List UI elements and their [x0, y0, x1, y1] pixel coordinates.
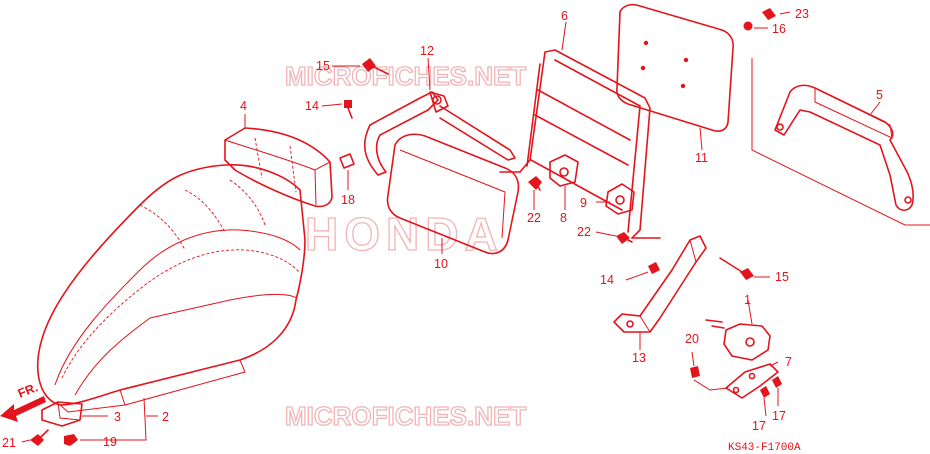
- bolt-14-right[interactable]: [648, 262, 660, 274]
- seat-base-front: [59, 404, 126, 413]
- seat-assembly[interactable]: [37, 164, 306, 413]
- rubber-mount-9[interactable]: [605, 183, 635, 215]
- bolt-15-right[interactable]: [719, 257, 754, 280]
- front-arrow: FR.: [0, 380, 46, 422]
- callout-17-b: 17: [772, 409, 786, 423]
- callout-15-top: 15: [316, 59, 330, 73]
- callout-23: 23: [795, 7, 809, 21]
- bolt-14-top[interactable]: [344, 100, 353, 119]
- seat-stitch-1: [61, 249, 300, 379]
- callout-14-right: 14: [600, 273, 614, 287]
- plate-7[interactable]: [725, 363, 779, 399]
- side-bracket-13[interactable]: [613, 235, 707, 333]
- separator-line: [751, 58, 930, 226]
- backrest-pad[interactable]: [386, 133, 520, 255]
- rear-seat-pad[interactable]: [224, 127, 333, 208]
- callout-5: 5: [876, 88, 883, 102]
- bolt-15-top[interactable]: [362, 58, 389, 75]
- callout-2: 2: [162, 410, 169, 424]
- callout-17-a: 17: [752, 419, 766, 433]
- watermark-honda: HONDA: [305, 208, 504, 260]
- callout-9: 9: [580, 196, 587, 210]
- callout-19: 19: [103, 435, 117, 449]
- seat-seam-2: [74, 293, 298, 396]
- callout-1: 1: [744, 293, 751, 307]
- bolt-22-upper[interactable]: [528, 176, 542, 191]
- bolt-22-lower[interactable]: [616, 232, 633, 244]
- watermark-top: MICROFICHES.NET: [285, 61, 526, 91]
- screw-20[interactable]: [690, 366, 700, 378]
- callout-4: 4: [240, 99, 247, 113]
- rubber-mount-8[interactable]: [549, 154, 579, 187]
- nut-17-b[interactable]: [772, 376, 782, 388]
- callout-3: 3: [114, 410, 121, 424]
- callout-12: 12: [420, 44, 434, 58]
- front-label: FR.: [16, 380, 40, 401]
- callout-10: 10: [434, 257, 448, 271]
- seat-outline: [37, 164, 306, 406]
- seat-seam-1: [54, 229, 301, 386]
- grab-handle-5[interactable]: [774, 84, 914, 212]
- lock-1[interactable]: [705, 319, 771, 361]
- callout-22-upper: 22: [527, 211, 541, 225]
- callout-labels: 4 15 14 18 12 6 23 16 5 11 10 22 8 9 22 …: [2, 7, 883, 450]
- callout-18: 18: [341, 193, 355, 207]
- nut-17-a[interactable]: [760, 386, 770, 398]
- callout-20: 20: [685, 332, 699, 346]
- callout-14-top: 14: [305, 99, 319, 113]
- leader-lines: [21, 11, 881, 443]
- callout-8: 8: [560, 211, 567, 225]
- rear-pad-11[interactable]: [616, 3, 734, 132]
- callout-7: 7: [785, 355, 792, 369]
- cushion-19[interactable]: [64, 434, 78, 446]
- watermark-bottom: MICROFICHES.NET: [285, 401, 526, 431]
- collar-18[interactable]: [339, 153, 355, 169]
- diagram-code: KS43-F1700A: [728, 442, 801, 454]
- callout-11: 11: [695, 151, 708, 165]
- callout-13: 13: [632, 351, 646, 365]
- seat-base: [119, 359, 246, 406]
- callout-15-right: 15: [775, 270, 789, 284]
- callout-16: 16: [772, 22, 786, 36]
- seat-stitch-2: [139, 179, 266, 251]
- callout-21: 21: [2, 436, 16, 450]
- callout-6: 6: [561, 9, 568, 23]
- screw-21[interactable]: [30, 429, 49, 446]
- backrest-bracket-12[interactable]: [363, 91, 516, 176]
- seat-bracket[interactable]: [41, 401, 83, 427]
- callout-22-lower: 22: [577, 225, 591, 239]
- washer-16[interactable]: [743, 21, 753, 31]
- bolt-23[interactable]: [762, 8, 776, 20]
